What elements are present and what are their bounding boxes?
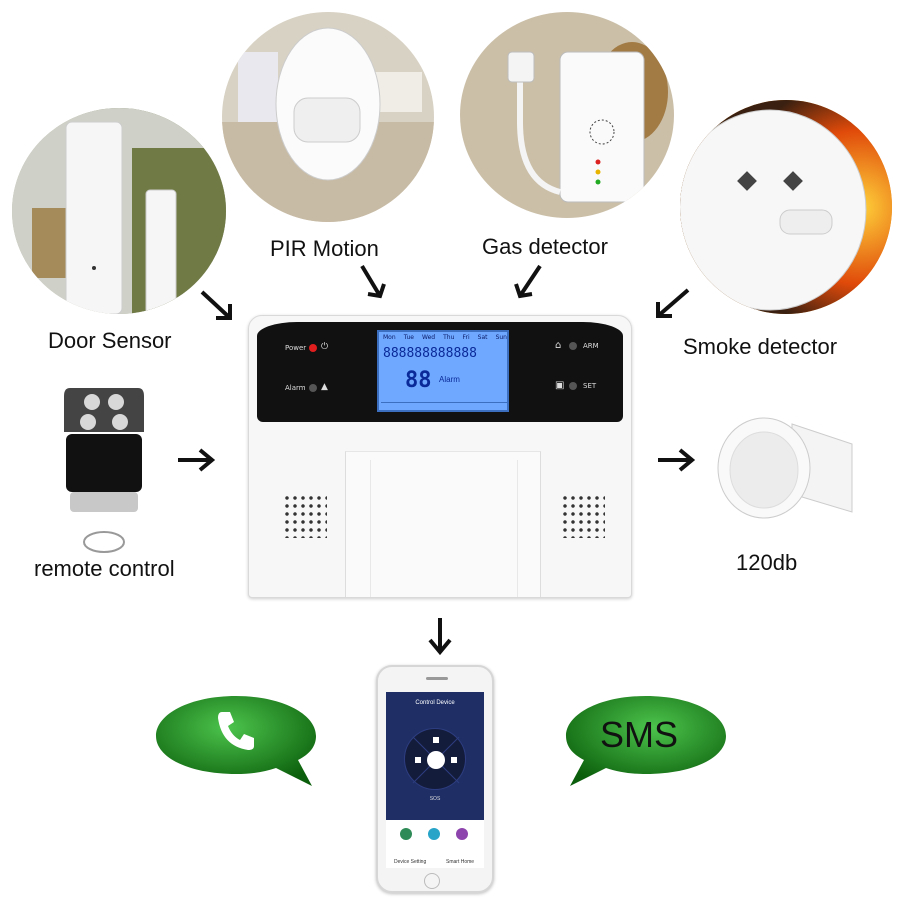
lcd-day: Fri — [462, 334, 470, 341]
pir-motion-label: PIR Motion — [270, 236, 379, 261]
remote-control-image — [52, 382, 156, 558]
app-title: Control Device — [415, 700, 455, 706]
smoke-detector-image — [680, 100, 892, 314]
phone-handset-icon — [218, 712, 254, 750]
panel-front-inner — [370, 460, 518, 597]
sms-label: SMS — [600, 714, 679, 755]
arrow-door-icon — [200, 290, 232, 320]
arrow-phone-icon — [428, 618, 452, 656]
door-sensor-image — [12, 108, 226, 314]
alarm-control-panel: Power ⏻ Alarm ▲ Mon Tue Wed Thu Fri Sat … — [248, 315, 632, 598]
setting-icon[interactable] — [400, 828, 412, 840]
smart-home-button[interactable]: Smart Home — [446, 859, 475, 865]
right-speaker-grille — [561, 494, 605, 538]
lcd-day: Sat — [477, 334, 488, 341]
control-dial[interactable] — [404, 728, 466, 790]
device-setting-button[interactable]: Device Setting — [394, 859, 427, 865]
gas-detector-image — [460, 12, 674, 218]
left-speaker-grille — [283, 494, 327, 538]
lcd-display: Mon Tue Wed Thu Fri Sat Sun 888888888888… — [377, 330, 509, 412]
lcd-day: Thu — [443, 334, 455, 341]
app-bottom-bar: Device Setting Smart Home — [386, 820, 484, 868]
arrow-pir-icon — [360, 264, 386, 299]
sos-label: SOS — [429, 796, 441, 802]
arrow-smoke-icon — [656, 288, 690, 318]
siren-image — [712, 414, 860, 524]
arrow-siren-icon — [658, 448, 696, 472]
sound-icon[interactable] — [456, 828, 468, 840]
arrow-remote-icon — [178, 448, 216, 472]
alarm-label: Alarm — [285, 384, 306, 392]
phone-screen: Control Device SOS Device Setting Smart … — [386, 692, 484, 868]
set-label: SET — [583, 382, 597, 390]
lcd-day: Tue — [403, 334, 414, 341]
power-label: Power — [285, 344, 307, 352]
power-led-icon — [309, 344, 317, 352]
lcd-day: Mon — [383, 334, 396, 341]
smoke-detector-label: Smoke detector — [683, 334, 838, 359]
power-button-icon[interactable]: ⏻ — [321, 342, 329, 352]
pir-motion-image — [222, 12, 434, 222]
alarm-siren-icon: ▲ — [321, 382, 328, 392]
door-sensor-label: Door Sensor — [48, 328, 172, 353]
alert-icon[interactable] — [428, 828, 440, 840]
arrow-gas-icon — [514, 264, 542, 299]
panel-top-bar: Power ⏻ Alarm ▲ Mon Tue Wed Thu Fri Sat … — [257, 322, 623, 422]
arm-led-icon — [569, 342, 577, 350]
arm-label: ARM — [583, 342, 599, 350]
lcd-footer — [381, 402, 507, 408]
lcd-alarm-text: Alarm — [439, 375, 460, 384]
lcd-day: Sun — [495, 334, 507, 341]
panel-front-cover — [345, 451, 541, 597]
home-button[interactable] — [424, 873, 440, 889]
alarm-led-icon — [309, 384, 317, 392]
lcd-digits: 888888888888 — [383, 346, 477, 361]
smartphone: Control Device SOS Device Setting Smart … — [376, 665, 494, 893]
lcd-days-row: Mon Tue Wed Thu Fri Sat Sun — [383, 334, 507, 341]
siren-label: 120db — [736, 550, 798, 575]
sms-bubble — [566, 696, 726, 786]
gas-detector-label: Gas detector — [482, 234, 608, 259]
remote-control-label: remote control — [34, 556, 175, 581]
lcd-day: Wed — [422, 334, 436, 341]
home-icon[interactable]: ⌂ — [555, 340, 562, 351]
set-led-icon — [569, 382, 577, 390]
set-button-icon[interactable]: ▣ — [555, 380, 565, 391]
lcd-big-digits: 88 — [405, 368, 432, 393]
phone-speaker — [426, 677, 448, 680]
